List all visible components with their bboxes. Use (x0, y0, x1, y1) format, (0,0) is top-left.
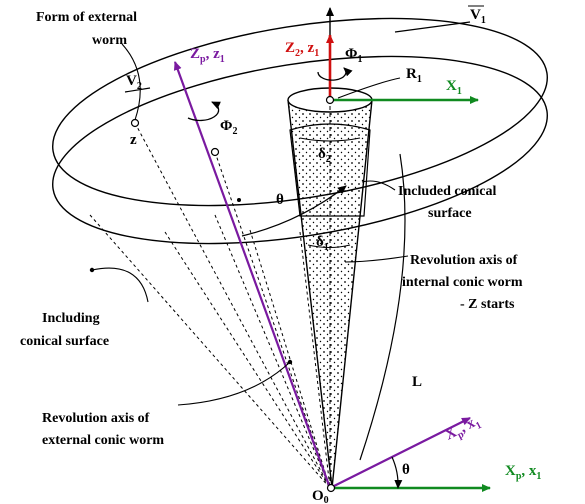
symbol-xp-x1-green: Xp, x1 (505, 463, 541, 482)
symbol-delta1: δ1 (316, 234, 329, 253)
label-including-surface-l2: conical surface (20, 334, 109, 349)
leader-included-surface (361, 180, 396, 191)
label-included-surface-l2: surface (428, 206, 472, 221)
v1-vector (394, 21, 471, 33)
symbol-v2: V2 (126, 73, 142, 92)
symbol-r1: R1 (406, 66, 422, 85)
label-rev-external-l2: external conic worm (42, 433, 164, 448)
delta2-arc (299, 137, 361, 142)
point-z (130, 118, 140, 128)
label-rev-internal-l1: Revolution axis of (410, 253, 518, 268)
leader-revolution-internal (344, 255, 409, 263)
phi1-arc (317, 67, 353, 81)
symbol-phi2: Φ2 (220, 118, 237, 137)
leader-including-surface (91, 267, 149, 303)
label-form-external-worm-l1: Form of external (36, 10, 137, 25)
label-rev-internal-l2: internal conic worm (402, 275, 523, 290)
symbol-phi1: Φ1 (345, 46, 362, 65)
theta-bottom-arc (391, 456, 403, 489)
dark-points (89, 198, 293, 365)
symbol-z2-z1: Z2, z1 (285, 40, 319, 59)
leader-r1 (337, 77, 401, 99)
point-r1-center (325, 95, 335, 105)
v2-vector (124, 87, 151, 93)
symbol-o0: O0 (312, 488, 329, 504)
theta-top-arc (241, 185, 347, 237)
cone-section-band (289, 123, 371, 217)
point-axis-top (210, 147, 220, 157)
symbol-l: L (412, 374, 422, 390)
symbol-theta-top: θ (276, 192, 284, 208)
included-cone-left-edge (287, 99, 333, 489)
label-rev-external-l1: Revolution axis of (42, 411, 150, 426)
symbol-v1: V1 (470, 7, 486, 26)
label-included-surface-l1: Included conical (398, 184, 497, 199)
label-form-external-worm-l2: worm (92, 33, 127, 48)
symbol-delta2: δ2 (318, 146, 331, 165)
phi2-arc (187, 101, 221, 122)
delta1-arc (307, 244, 351, 248)
point-o0 (326, 483, 336, 493)
symbol-x1: X1 (446, 78, 462, 97)
marker-points (130, 95, 336, 493)
symbol-zp-z1: Zp, z1 (190, 46, 225, 65)
leader-revolution-external (177, 361, 291, 406)
label-including-surface-l1: Including (42, 311, 100, 326)
xp-x1-purple-axis (329, 417, 471, 489)
symbol-theta-bottom: θ (402, 462, 410, 478)
label-rev-internal-l3: - Z starts (460, 297, 515, 312)
included-cone-right-edge (331, 99, 373, 489)
leader-form-external-worm (121, 43, 141, 121)
symbol-z: z (130, 132, 137, 148)
including-cone-generatrices (89, 122, 331, 489)
included-cone-body (288, 100, 372, 488)
length-l-line (359, 153, 406, 461)
symbol-xp-x1-purple: Xp, x1 (443, 413, 484, 446)
external-worm-axis (173, 61, 332, 489)
